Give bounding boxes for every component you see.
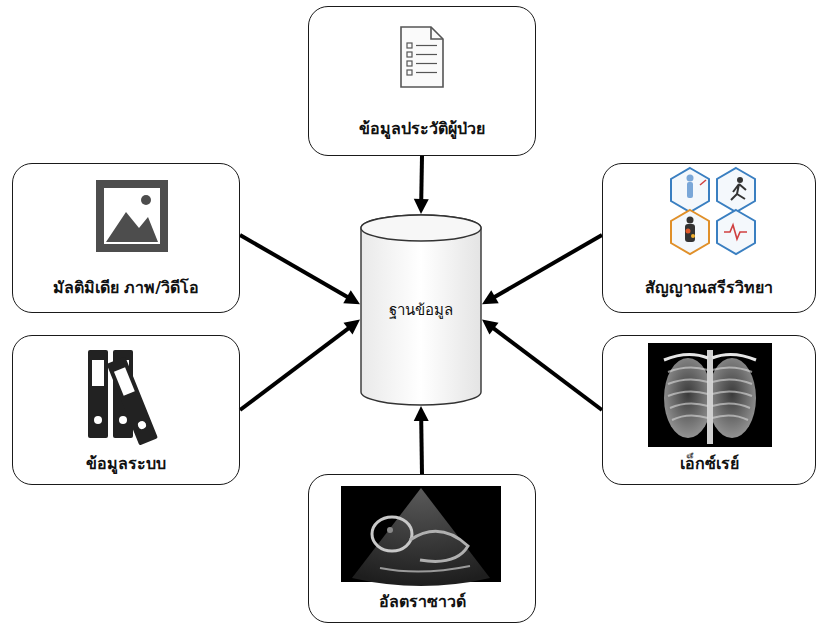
- arrow-connector: [414, 406, 429, 474]
- database-label: ฐานข้อมูล: [389, 301, 453, 320]
- box-label: อัลตราซาวด์: [379, 592, 466, 612]
- document-icon: [401, 27, 443, 87]
- source-box: สัญญาณสรีรวิทยา: [602, 163, 816, 313]
- arrow-head: [344, 320, 360, 335]
- cylinder-body: [361, 215, 481, 405]
- source-box: เอ็กซ์เรย์: [602, 335, 816, 485]
- ultrasound-picture: [341, 486, 501, 586]
- box-label: ข้อมูลระบบ: [86, 454, 166, 474]
- arrow-head: [414, 406, 429, 421]
- binders-icon: [88, 350, 158, 445]
- box-label: มัลติมิเดีย ภาพ/วิดีโอ: [53, 278, 199, 298]
- arrow-head: [414, 199, 429, 214]
- physiology-picture: [671, 168, 755, 254]
- image-icon: [96, 180, 168, 252]
- xray-picture: [648, 343, 772, 447]
- database-cylinder: ฐานข้อมูล: [360, 214, 482, 406]
- arrow-connector: [414, 156, 429, 214]
- arrow-connector: [482, 235, 602, 304]
- connector-line: [240, 235, 350, 298]
- source-box: ข้อมูลประวัติผู้ป่วย: [308, 6, 536, 156]
- box-label: เอ็กซ์เรย์: [680, 454, 739, 474]
- arrow-head: [343, 290, 360, 304]
- arrow-head: [482, 320, 498, 335]
- box-label: สัญญาณสรีรวิทยา: [645, 278, 773, 298]
- box-label: ข้อมูลประวัติผู้ป่วย: [359, 119, 485, 139]
- cylinder-top: [361, 215, 481, 241]
- source-box: ข้อมูลระบบ: [12, 335, 240, 485]
- arrow-connector: [240, 235, 360, 304]
- arrow-head: [482, 290, 499, 304]
- connector-line: [492, 235, 602, 298]
- arrow-connector: [240, 320, 360, 410]
- connector-line: [240, 327, 350, 410]
- source-box: อัลตราซาวด์: [308, 474, 536, 623]
- connector-line: [419, 418, 424, 474]
- source-box: มัลติมิเดีย ภาพ/วิดีโอ: [12, 163, 240, 313]
- connector-line: [419, 156, 424, 202]
- connector-line: [492, 327, 602, 410]
- arrow-connector: [482, 320, 602, 410]
